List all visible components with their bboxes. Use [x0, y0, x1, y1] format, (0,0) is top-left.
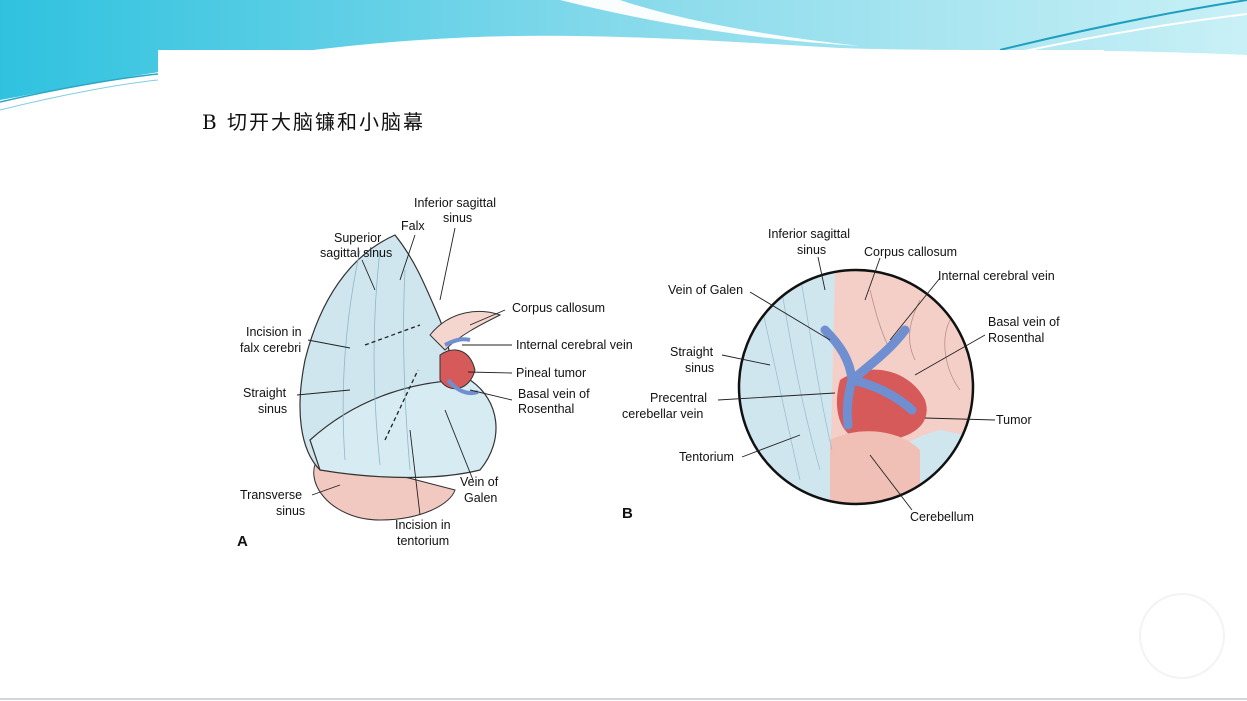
panel-label-b: B: [622, 505, 633, 522]
figure-a-tentorium: [309, 379, 497, 479]
label-a-transverse-sinus-1: Transverse: [240, 488, 302, 502]
label-b-precentral-vein-2: cerebellar vein: [622, 407, 703, 421]
label-b-basal-vein-1: Basal vein of: [988, 315, 1060, 329]
label-b-straight-sinus-1: Straight: [670, 345, 714, 359]
label-b-tentorium: Tentorium: [679, 450, 734, 464]
top-banner-wave: [0, 0, 1247, 100]
label-a-straight-sinus-1: Straight: [243, 386, 287, 400]
label-a-incision-falx-2: falx cerebri: [240, 341, 301, 355]
label-b-corpus-callosum: Corpus callosum: [864, 245, 957, 259]
figure-b-tumor: [836, 369, 927, 441]
label-a-falx: Falx: [401, 219, 425, 233]
label-a-straight-sinus-2: sinus: [258, 402, 287, 416]
figure-a-pineal-tumor: [439, 349, 476, 390]
label-a-basal-vein-2: Rosenthal: [518, 402, 574, 416]
figure-b-veins: [820, 325, 917, 430]
label-a-incision-tentorium-1: Incision in: [395, 518, 451, 532]
label-a-superior-sagittal-sinus-1: Superior: [334, 231, 381, 245]
label-b-vein-of-galen: Vein of Galen: [668, 283, 743, 297]
label-b-precentral-vein-1: Precentral: [650, 391, 707, 405]
panel-label-a: A: [237, 533, 248, 550]
figure-b-circle-outline: [737, 268, 975, 506]
label-b-straight-sinus-2: sinus: [685, 361, 714, 375]
label-a-inferior-sagittal-sinus-1: Inferior sagittal: [414, 196, 496, 210]
label-b-internal-cerebral-vein: Internal cerebral vein: [938, 269, 1055, 283]
label-a-inferior-sagittal-sinus-2: sinus: [443, 211, 472, 225]
slide-title: B 切开大脑镰和小脑幕: [202, 110, 426, 134]
label-b-cerebellum: Cerebellum: [910, 510, 974, 524]
label-b-inferior-sagittal-sinus-1: Inferior sagittal: [768, 227, 850, 241]
label-a-incision-tentorium-2: tentorium: [397, 534, 449, 548]
label-b-inferior-sagittal-sinus-2: sinus: [797, 243, 826, 257]
label-a-internal-cerebral-vein: Internal cerebral vein: [516, 338, 633, 352]
label-a-vein-of-galen-2: Galen: [464, 491, 497, 505]
label-b-tumor: Tumor: [996, 413, 1032, 427]
watermark-circle: [1139, 593, 1225, 679]
label-a-incision-falx-1: Incision in: [246, 325, 302, 339]
label-b-basal-vein-2: Rosenthal: [988, 331, 1044, 345]
figure-a-veins: [444, 337, 479, 396]
label-a-pineal-tumor: Pineal tumor: [516, 366, 586, 380]
label-a-basal-vein-1: Basal vein of: [518, 387, 590, 401]
label-a-corpus-callosum: Corpus callosum: [512, 301, 605, 315]
label-a-superior-sagittal-sinus-2: sagittal sinus: [320, 246, 392, 260]
label-a-transverse-sinus-2: sinus: [276, 504, 305, 518]
banner-white-swoosh: [560, 0, 860, 46]
label-a-vein-of-galen-1: Vein of: [460, 475, 499, 489]
